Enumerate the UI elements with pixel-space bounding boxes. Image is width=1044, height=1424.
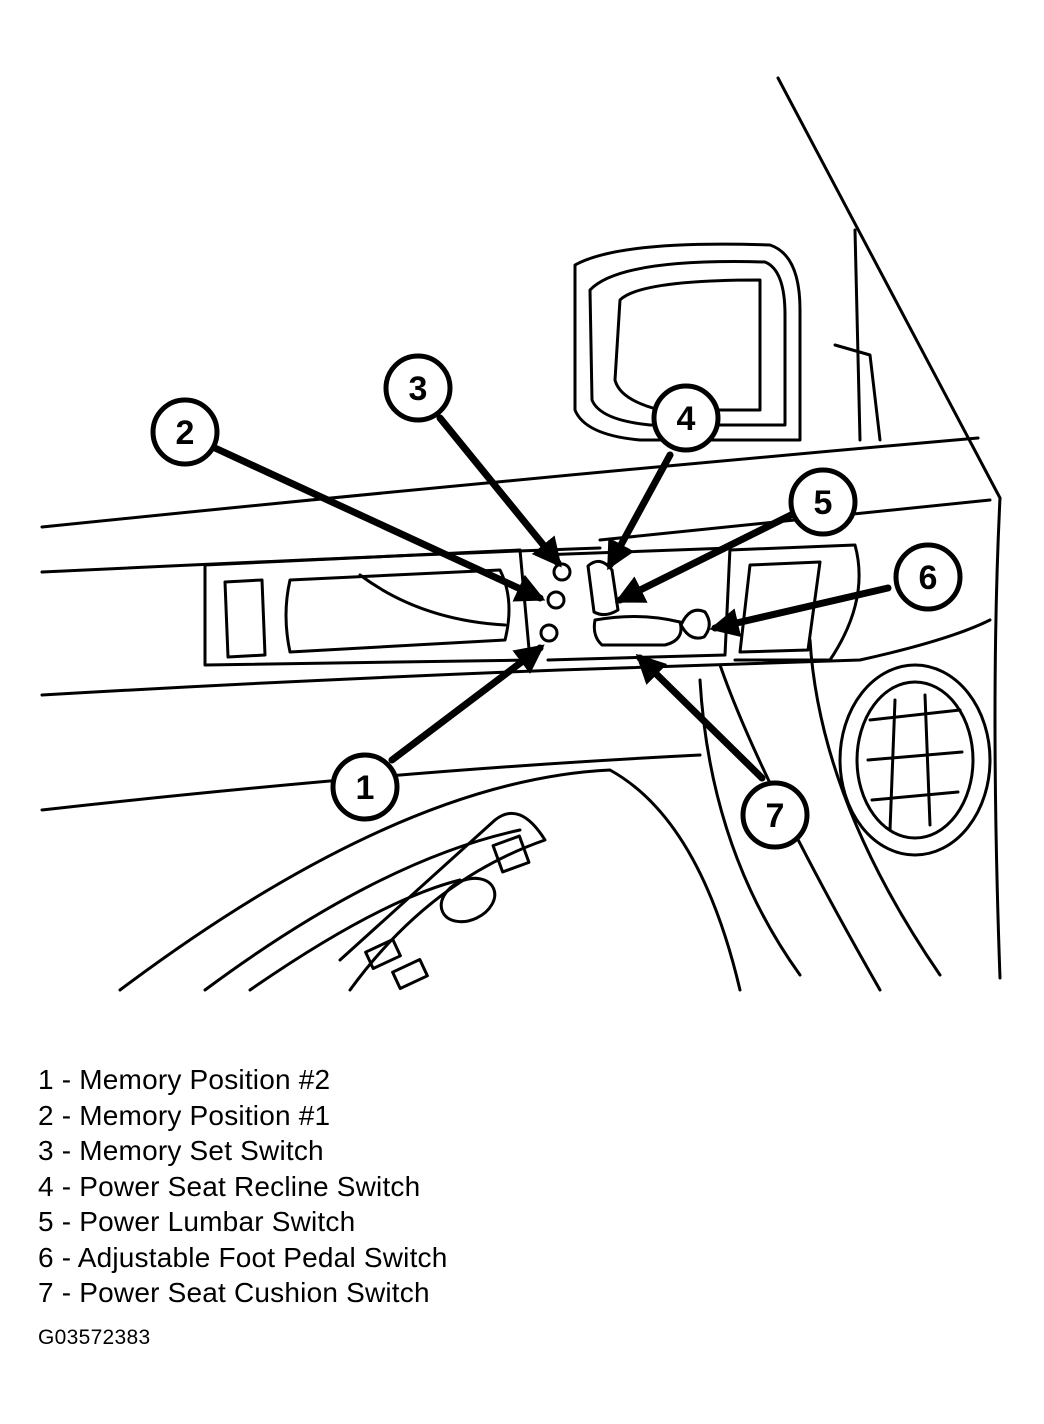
callout-1-label: 1 bbox=[356, 769, 375, 807]
callout-4-label: 4 bbox=[677, 400, 696, 438]
callout-6-label: 6 bbox=[919, 559, 938, 597]
callout-5-label: 5 bbox=[814, 484, 833, 522]
figure-id: G03572383 bbox=[38, 1326, 151, 1349]
arrow-4 bbox=[606, 451, 674, 571]
arrow-5 bbox=[614, 510, 797, 604]
callout-2: 2 bbox=[150, 397, 220, 467]
callout-4: 4 bbox=[651, 383, 721, 453]
legend-item-7: 7 - Power Seat Cushion Switch bbox=[38, 1277, 430, 1308]
door-panel-diagram: 1 2 3 4 5 6 7 bbox=[40, 76, 1002, 992]
legend-item-5: 5 - Power Lumbar Switch bbox=[38, 1206, 356, 1237]
arrow-3 bbox=[436, 414, 562, 568]
legend-item-4: 4 - Power Seat Recline Switch bbox=[38, 1170, 421, 1202]
callout-3-label: 3 bbox=[409, 370, 428, 408]
arrow-2 bbox=[211, 444, 546, 602]
callout-7: 7 bbox=[740, 780, 810, 850]
arrow-6 bbox=[709, 584, 892, 638]
callout-1: 1 bbox=[330, 752, 400, 822]
arrow-7 bbox=[635, 653, 766, 782]
legend-item-6: 6 - Adjustable Foot Pedal Switch bbox=[38, 1241, 448, 1273]
callout-3: 3 bbox=[383, 353, 453, 423]
door-panel-outline bbox=[40, 76, 1002, 992]
legend-item-1: 1 - Memory Position #2 bbox=[38, 1064, 331, 1095]
legend-item-2: 2 - Memory Position #1 bbox=[38, 1099, 331, 1131]
callout-7-label: 7 bbox=[766, 797, 785, 835]
callout-5: 5 bbox=[788, 467, 858, 537]
leader-arrows bbox=[211, 414, 892, 782]
legend-list: 1 - Memory Position #2 2 - Memory Positi… bbox=[38, 1062, 448, 1311]
callout-2-label: 2 bbox=[176, 414, 195, 452]
callout-6: 6 bbox=[893, 542, 963, 612]
arrow-1 bbox=[388, 644, 545, 764]
legend-item-3: 3 - Memory Set Switch bbox=[38, 1135, 324, 1166]
